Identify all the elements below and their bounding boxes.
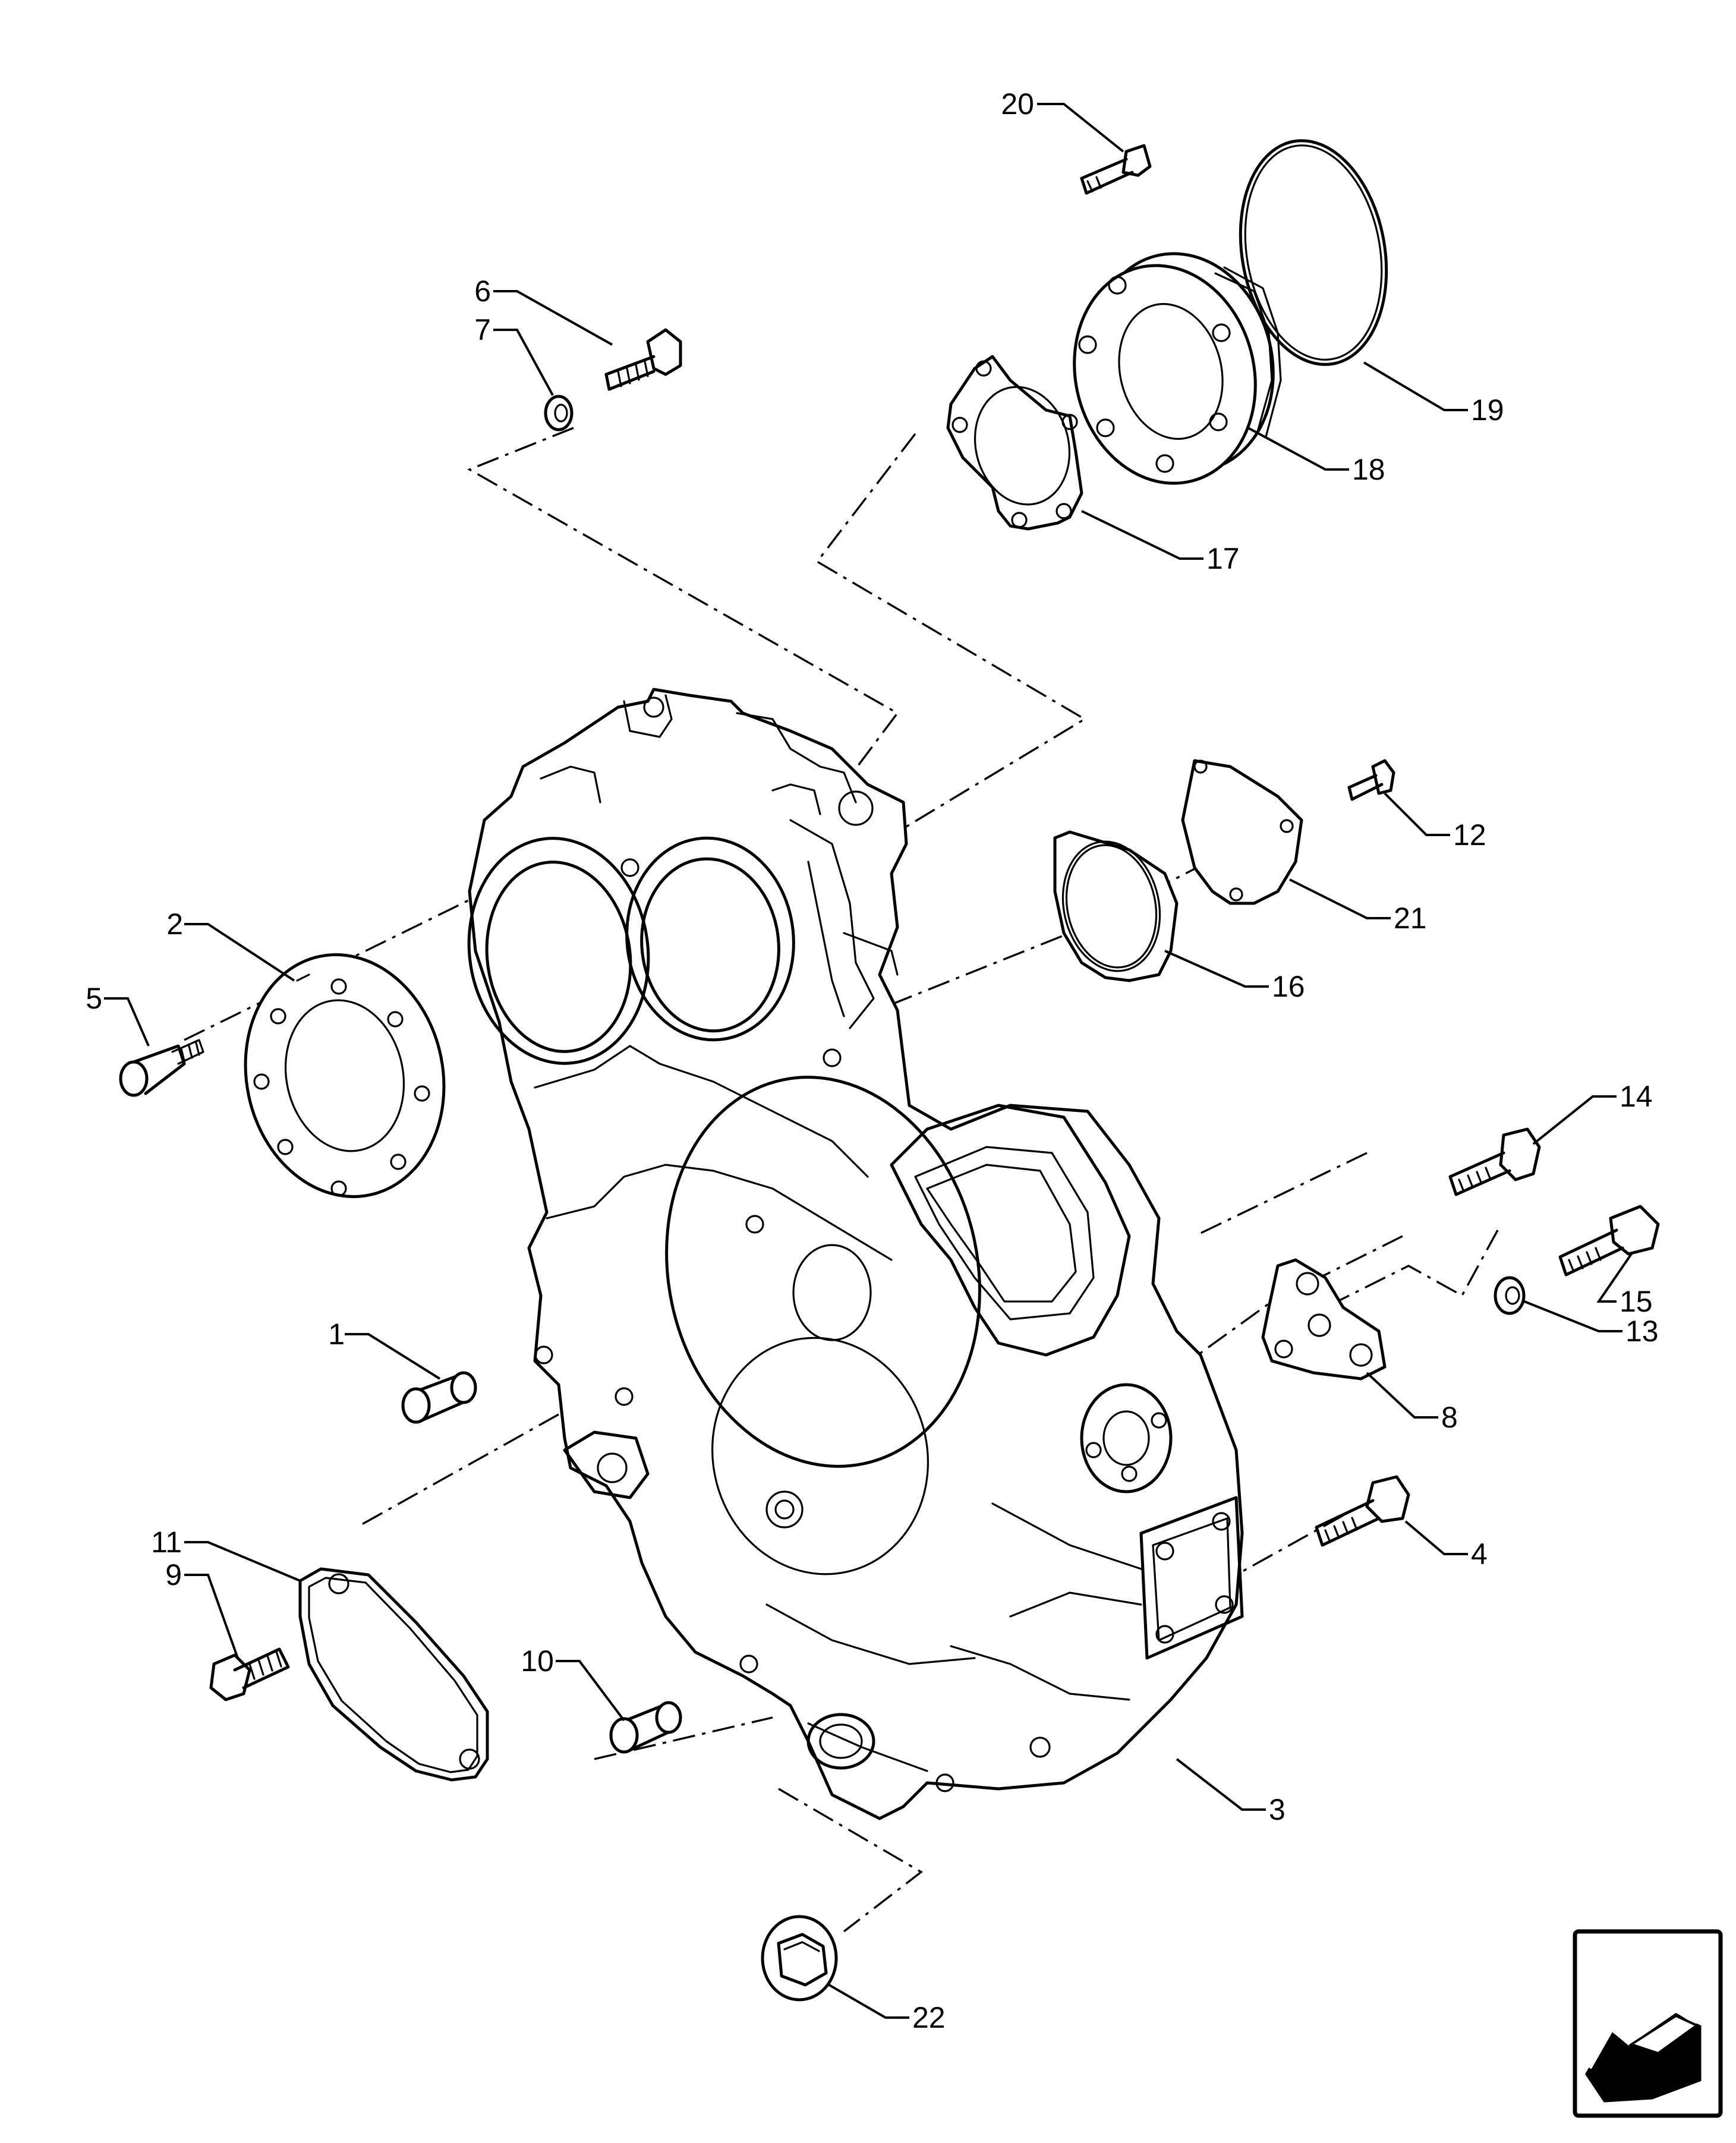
callout-3: 3 xyxy=(1269,1793,1286,1826)
callout-1: 1 xyxy=(328,1318,345,1351)
part-9-flange-bolt xyxy=(209,1647,290,1701)
callout-4: 4 xyxy=(1471,1537,1488,1571)
part-10-dowel-sleeve xyxy=(609,1701,682,1754)
part-18-cover-plate xyxy=(1073,252,1282,485)
callout-21: 21 xyxy=(1394,902,1427,935)
part-1-dowel-sleeve xyxy=(401,1371,477,1424)
callout-8: 8 xyxy=(1441,1401,1458,1434)
timing-gear-housing xyxy=(467,688,1244,1820)
callout-15: 15 xyxy=(1620,1285,1653,1318)
leader-lines xyxy=(104,103,1633,2019)
part-2-seal-ring xyxy=(244,953,446,1198)
callout-5: 5 xyxy=(86,982,102,1015)
part-4-flange-bolt xyxy=(1315,1475,1410,1547)
part-21-cover-plate xyxy=(1181,759,1303,905)
callout-17: 17 xyxy=(1206,542,1240,575)
callout-labels: 1 2 3 4 5 6 7 8 9 10 11 12 13 14 15 16 1… xyxy=(86,87,1658,2034)
part-15-flange-bolt xyxy=(1558,1205,1660,1277)
part-22-plug xyxy=(761,1915,838,2002)
callout-6: 6 xyxy=(474,275,491,308)
callout-9: 9 xyxy=(165,1558,182,1592)
part-17-gasket xyxy=(946,355,1083,531)
callout-22: 22 xyxy=(912,2001,946,2034)
callout-20: 20 xyxy=(1001,87,1034,121)
part-14-flange-bolt xyxy=(1448,1127,1541,1196)
callout-19: 19 xyxy=(1471,393,1504,427)
callout-11: 11 xyxy=(151,1526,182,1559)
callout-12: 12 xyxy=(1453,818,1486,852)
part-6-flange-bolt xyxy=(604,328,682,391)
part-5-socket-bolt xyxy=(119,1039,204,1097)
part-8-bracket xyxy=(1261,1258,1387,1381)
part-7-washer xyxy=(544,395,574,431)
part-12-bolt xyxy=(1347,759,1395,801)
part-20-bolt xyxy=(1080,144,1152,195)
callout-13: 13 xyxy=(1625,1315,1659,1348)
callout-7: 7 xyxy=(474,313,491,346)
part-11-cover xyxy=(298,1567,489,1782)
callout-2: 2 xyxy=(166,907,183,941)
part-19-o-ring xyxy=(1239,139,1388,366)
callout-14: 14 xyxy=(1620,1080,1653,1113)
callout-18: 18 xyxy=(1352,453,1385,486)
next-page-arrow-icon xyxy=(1585,2006,1702,2103)
part-13-washer xyxy=(1494,1276,1526,1315)
callout-10: 10 xyxy=(521,1644,554,1678)
callout-16: 16 xyxy=(1272,970,1305,1003)
part-16-seal xyxy=(1053,830,1179,982)
next-page-button[interactable] xyxy=(1573,1929,1723,2118)
